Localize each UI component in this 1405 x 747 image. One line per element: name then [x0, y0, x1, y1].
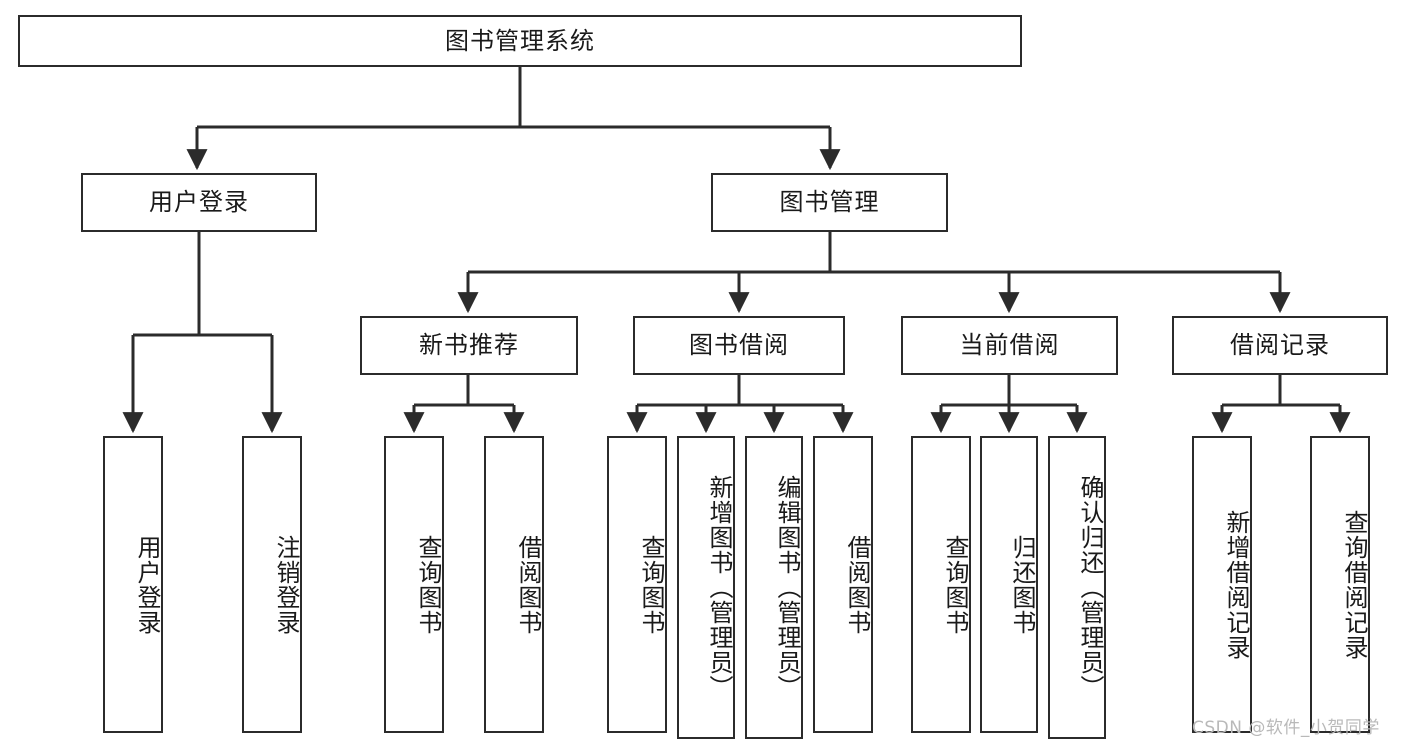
leaf-add-book-admin[interactable]: 新增图书（管理员）: [677, 436, 735, 739]
leaf-query-book-borrow[interactable]: 查询图书: [607, 436, 667, 733]
node-user-login[interactable]: 用户登录: [81, 173, 317, 232]
leaf-user-login[interactable]: 用户登录: [103, 436, 163, 733]
leaf-confirm-return-admin[interactable]: 确认归还（管理员）: [1048, 436, 1106, 739]
node-current-borrow[interactable]: 当前借阅: [901, 316, 1118, 375]
node-borrow-record[interactable]: 借阅记录: [1172, 316, 1388, 375]
leaf-add-borrow-record[interactable]: 新增借阅记录: [1192, 436, 1252, 733]
leaf-logout-login[interactable]: 注销登录: [242, 436, 302, 733]
node-book-borrow[interactable]: 图书借阅: [633, 316, 845, 375]
node-new-book-recommend[interactable]: 新书推荐: [360, 316, 578, 375]
leaf-query-book-recommend[interactable]: 查询图书: [384, 436, 444, 733]
csdn-watermark: CSDN @软件_小贺同学: [1192, 718, 1380, 738]
leaf-borrow-book-borrow[interactable]: 借阅图书: [813, 436, 873, 733]
node-book-management[interactable]: 图书管理: [711, 173, 948, 232]
leaf-borrow-book-recommend[interactable]: 借阅图书: [484, 436, 544, 733]
leaf-edit-book-admin[interactable]: 编辑图书（管理员）: [745, 436, 803, 739]
node-book-management-system[interactable]: 图书管理系统: [18, 15, 1022, 67]
leaf-query-borrow-record[interactable]: 查询借阅记录: [1310, 436, 1370, 733]
leaf-return-book[interactable]: 归还图书: [980, 436, 1038, 733]
leaf-query-book-current[interactable]: 查询图书: [911, 436, 971, 733]
